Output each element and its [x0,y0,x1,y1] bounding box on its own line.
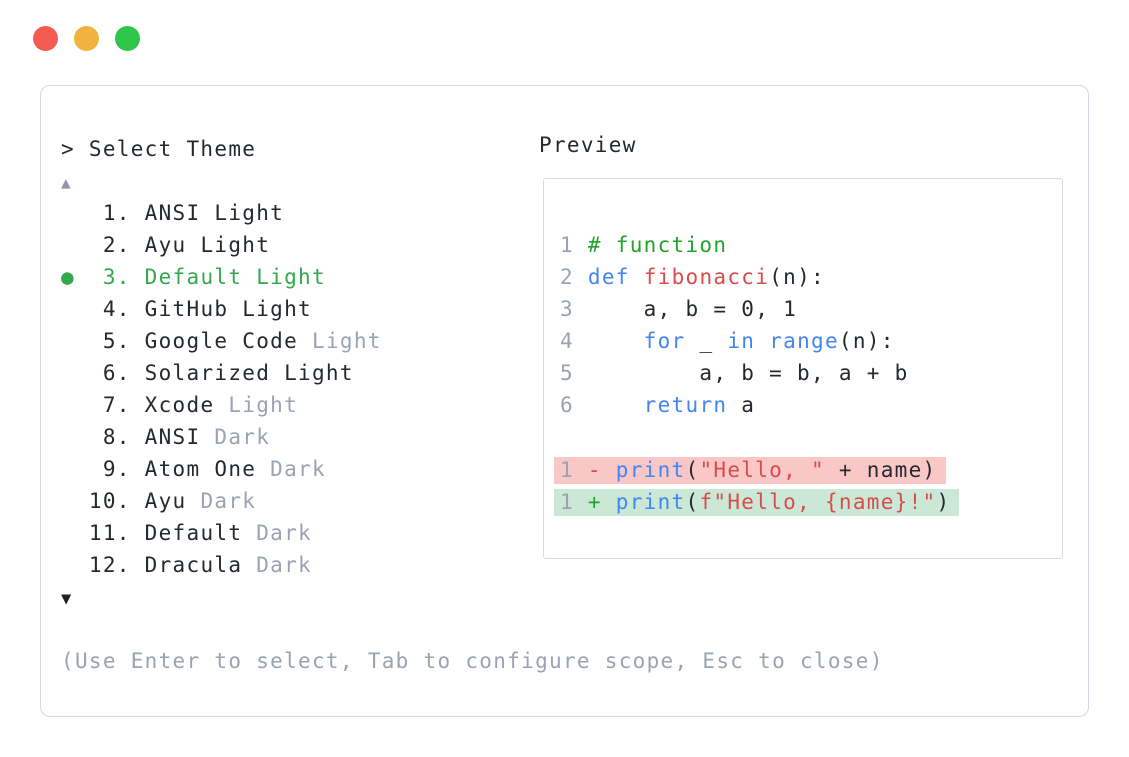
scroll-up-icon[interactable]: ▲ [61,173,71,192]
code-blank-line [560,421,1062,453]
code-line: 6 return a [560,393,756,417]
diff-line-add: 1 + print(f"Hello, {name}!") [554,485,1062,517]
line-number: 6 [560,393,588,417]
line-number: 5 [560,361,588,385]
close-button[interactable] [33,26,58,51]
item-theme-name: Ayu Light [144,233,271,257]
theme-list-item[interactable]: 1. ANSI Light [61,197,884,229]
item-theme-name: Dracula Dark [144,553,312,577]
theme-list-item[interactable]: 5. Google Code Light [61,325,884,357]
theme-list-item[interactable]: ● 3. Default Light [61,261,884,293]
code-line: 2 def fibonacci(n): [560,265,825,289]
theme-list-item[interactable]: 2. Ayu Light [61,229,884,261]
item-theme-name: Google Code Light [144,329,382,353]
item-bullet-spacer [61,361,89,385]
theme-list-item[interactable]: 4. GitHub Light [61,293,884,325]
diff-highlight-add: 1 + print(f"Hello, {name}!") [554,488,960,516]
line-number: 3 [560,297,588,321]
preview-label: Preview [539,133,637,157]
code-line: 1 # function [560,233,728,257]
picker-title: > Select Theme [61,137,257,161]
item-number: 2. [88,233,145,257]
item-bullet-spacer [61,521,89,545]
item-number: 5. [88,329,145,353]
item-bullet-spacer [61,233,89,257]
line-number: 2 [560,265,588,289]
item-theme-name: Ayu Dark [144,489,257,513]
item-bullet-spacer [61,489,89,513]
item-theme-name: Default Dark [144,521,312,545]
item-number: 6. [88,361,145,385]
theme-picker-panel: > Select Theme ▲ 1. ANSI Light 2. Ayu Li… [40,85,1089,717]
theme-list-item[interactable]: 10. Ayu Dark [61,485,884,517]
spacer-line [61,613,884,645]
item-theme-name: Atom One Dark [144,457,326,481]
item-number: 10. [88,489,145,513]
item-number: 1. [88,201,145,225]
theme-list-item[interactable]: 9. Atom One Dark [61,453,884,485]
item-number: 7. [88,393,145,417]
theme-list: 1. ANSI Light 2. Ayu Light● 3. Default L… [61,197,884,581]
item-bullet-spacer [61,425,89,449]
item-number: 9. [88,457,145,481]
item-bullet-spacer [61,329,89,353]
line-number: 1 [560,457,588,482]
item-number: 11. [88,521,145,545]
item-bullet-spacer [61,201,89,225]
minimize-button[interactable] [74,26,99,51]
item-theme-name: ANSI Light [144,201,285,225]
code-preview-box: 1 # function 2 def fibonacci(n): 3 a, b = … [543,178,1063,559]
item-bullet-spacer [61,297,89,321]
line-number: 4 [560,329,588,353]
line-number: 1 [560,233,588,257]
item-bullet-spacer [61,393,89,417]
code-line: 3 a, b = 0, 1 [560,297,798,321]
item-theme-name: Xcode Light [144,393,299,417]
item-bullet-spacer [61,553,89,577]
item-number: 3. [88,265,145,289]
theme-list-item[interactable]: 7. Xcode Light [61,389,884,421]
theme-picker-left-column: > Select Theme ▲ 1. ANSI Light 2. Ayu Li… [61,133,884,677]
window-controls [33,26,140,51]
theme-list-item[interactable]: 6. Solarized Light [61,357,884,389]
item-number: 4. [88,297,145,321]
theme-list-item[interactable]: 8. ANSI Dark [61,421,884,453]
scroll-up-row: ▲ [61,165,884,197]
code-line: 4 for _ in range(n): [560,329,895,353]
item-theme-name: Default Light [144,265,326,289]
theme-list-item[interactable]: 12. Dracula Dark [61,549,884,581]
maximize-button[interactable] [115,26,140,51]
footer-hint: (Use Enter to select, Tab to configure s… [61,649,884,673]
code-line: 5 a, b = b, a + b [560,361,909,385]
scroll-down-icon[interactable]: ▼ [61,589,72,609]
diff-highlight-del: 1 - print("Hello, " + name) [554,456,946,484]
item-number: 12. [88,553,145,577]
line-number: 1 [560,489,588,514]
item-bullet-spacer [61,457,89,481]
item-theme-name: ANSI Dark [144,425,271,449]
theme-list-item[interactable]: 11. Default Dark [61,517,884,549]
item-number: 8. [88,425,145,449]
code-block: 1 # function 2 def fibonacci(n): 3 a, b = … [544,179,1062,517]
scroll-down-row: ▼ [61,581,884,613]
diff-line-del: 1 - print("Hello, " + name) [554,453,1062,485]
item-theme-name: Solarized Light [144,361,354,385]
selected-item-bullet-icon: ● [61,265,89,289]
item-theme-name: GitHub Light [144,297,312,321]
